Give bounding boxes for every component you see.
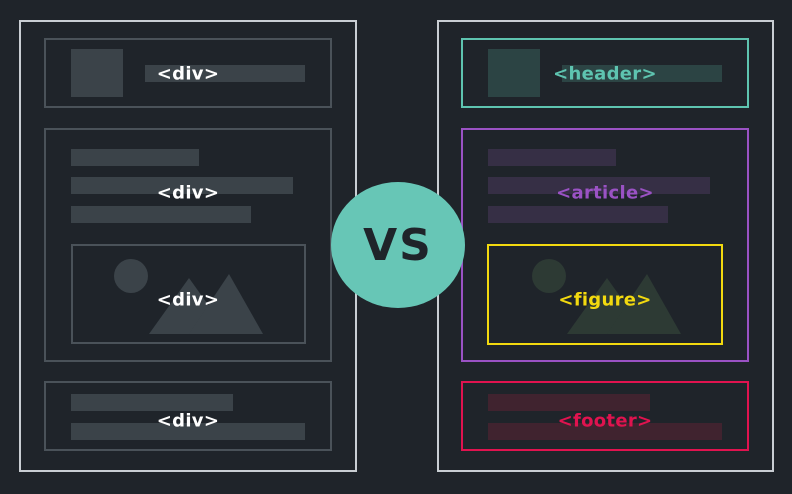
right-footer-line-2: [488, 423, 722, 440]
right-header-logo-placeholder: [488, 49, 540, 97]
left-article-line-3: [71, 206, 251, 223]
left-figure-tag: <div>: [156, 289, 220, 311]
left-figure-box: [71, 244, 306, 344]
left-footer-line-2: [71, 423, 305, 440]
right-article-line-1: [488, 149, 616, 166]
left-figure-image-icon: [114, 259, 263, 334]
right-figure-image-icon: [532, 259, 681, 334]
right-footer-box: [461, 381, 749, 451]
left-header-box: [44, 38, 332, 108]
left-header-text-placeholder: [145, 65, 305, 82]
right-header-tag: <header>: [553, 63, 657, 85]
right-footer-line-1: [488, 394, 650, 411]
right-footer-tag: <footer>: [557, 410, 653, 432]
left-article-line-2: [71, 177, 293, 194]
left-footer-box: [44, 381, 332, 451]
right-figure-box: [487, 244, 723, 345]
right-article-line-3: [488, 206, 668, 223]
left-footer-line-1: [71, 394, 233, 411]
right-header-box: [461, 38, 749, 108]
left-header-logo-placeholder: [71, 49, 123, 97]
left-article-line-1: [71, 149, 199, 166]
vs-label: VS: [363, 219, 433, 271]
left-footer-tag: <div>: [156, 410, 220, 432]
left-article-tag: <div>: [156, 182, 220, 204]
left-header-tag: <div>: [156, 63, 220, 85]
right-header-text-placeholder: [562, 65, 722, 82]
right-article-tag: <article>: [556, 182, 654, 204]
right-article-line-2: [488, 177, 710, 194]
vs-badge: VS: [331, 182, 465, 308]
right-figure-tag: <figure>: [558, 289, 652, 311]
